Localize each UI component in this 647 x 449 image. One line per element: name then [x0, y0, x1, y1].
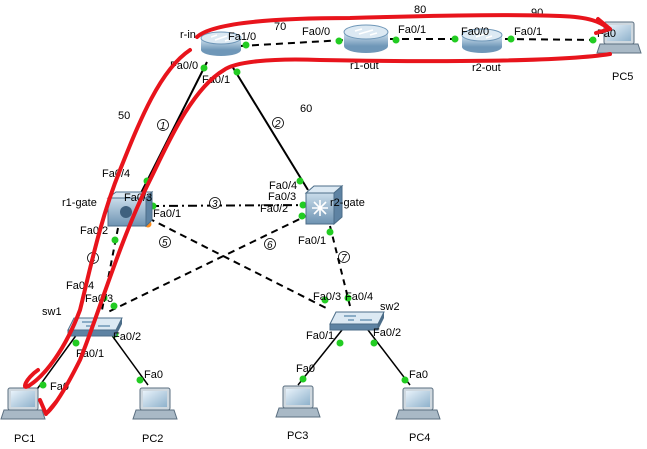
- link-id-7: 7: [341, 253, 347, 264]
- port-led: [233, 68, 241, 76]
- port-label: Fa0: [409, 369, 428, 381]
- port-label: Fa0/3: [85, 293, 113, 305]
- device-label-pc4: PC4: [409, 432, 430, 444]
- port-label: Fa0/1: [298, 235, 326, 247]
- link-rin-r1out[interactable]: [239, 39, 346, 47]
- port-led: [335, 37, 343, 45]
- port-label: Fa0/1: [306, 330, 334, 342]
- port-led: [136, 376, 144, 384]
- port-led: [200, 64, 208, 72]
- port-led: [242, 41, 250, 49]
- port-label: Fa0/3: [313, 291, 341, 303]
- port-led: [299, 201, 307, 209]
- link-id-2: 2: [274, 119, 281, 130]
- device-labels: r-in r1-out r2-out PC5 r1-gate r2-gate s…: [14, 29, 633, 445]
- device-label-r1-gate: r1-gate: [62, 197, 97, 209]
- link-cost-80: 80: [414, 4, 426, 16]
- port-led: [507, 35, 515, 43]
- port-led: [298, 212, 306, 220]
- port-indicators: [39, 35, 597, 389]
- device-label-r2-gate: r2-gate: [330, 197, 365, 209]
- port-led: [321, 296, 329, 304]
- link-id-6: 6: [267, 240, 273, 251]
- router-r2-out[interactable]: [461, 28, 503, 53]
- port-labels: Fa1/0 Fa0/0 Fa0/1 Fa0/0 Fa0/1 Fa0/0 Fa0/…: [50, 24, 616, 393]
- link-id-1: 1: [160, 121, 166, 132]
- device-label-pc2: PC2: [142, 433, 163, 445]
- port-led: [326, 228, 334, 236]
- device-label-pc5: PC5: [612, 71, 633, 83]
- switch-r2-gate[interactable]: [304, 184, 344, 226]
- device-label-r2-out: r2-out: [472, 62, 501, 74]
- port-led: [299, 375, 307, 383]
- device-label-sw1: sw1: [42, 306, 62, 318]
- port-label: Fa0/1: [153, 208, 181, 220]
- port-label: Fa0/1: [398, 24, 426, 36]
- link-r1gate-sw2[interactable]: [147, 217, 331, 311]
- link-rin-r2gate[interactable]: [231, 65, 309, 191]
- port-label: Fa0/3: [124, 192, 152, 204]
- pc-pc1[interactable]: [0, 387, 46, 420]
- port-label: Fa0: [296, 363, 315, 375]
- device-label-pc1: PC1: [14, 433, 35, 445]
- link-cost-60: 60: [300, 103, 312, 115]
- link-r1gate-r2gate[interactable]: [149, 204, 309, 207]
- port-label: Fa0/1: [514, 26, 542, 38]
- router-r1-out[interactable]: [343, 24, 389, 53]
- link-sw2-pc4[interactable]: [367, 329, 411, 386]
- port-led: [370, 339, 378, 347]
- device-label-sw2: sw2: [380, 301, 400, 313]
- link-id-3: 3: [212, 199, 218, 210]
- port-label: Fa0/2: [113, 331, 141, 343]
- port-label: Fa0/0: [302, 26, 330, 38]
- port-label: Fa1/0: [228, 31, 256, 43]
- red-path-annotation: [23, 13, 612, 416]
- pc-pc4[interactable]: [395, 387, 441, 420]
- device-label-pc3: PC3: [287, 430, 308, 442]
- port-led: [296, 177, 304, 185]
- link-rin-r1gate[interactable]: [139, 61, 208, 196]
- link-cost-70: 70: [274, 21, 286, 33]
- port-label: Fa0/4: [345, 291, 373, 303]
- port-label: Fa0/4: [66, 280, 94, 292]
- link-r2out-pc5[interactable]: [504, 38, 599, 41]
- port-label: Fa0/3: [268, 191, 296, 203]
- link-id-5: 5: [162, 238, 168, 249]
- switch-sw2[interactable]: [329, 311, 385, 331]
- link-cost-50: 50: [118, 110, 130, 122]
- port-label: Fa0/4: [269, 180, 297, 192]
- link-sw1-pc2[interactable]: [107, 329, 149, 386]
- device-label-r-in: r-in: [180, 29, 196, 41]
- link-sw2-pc3[interactable]: [297, 329, 343, 386]
- port-led: [72, 339, 80, 347]
- port-label: Fa0/2: [373, 327, 401, 339]
- port-led: [401, 376, 409, 384]
- router-r-in[interactable]: [200, 31, 242, 56]
- port-led: [392, 36, 400, 44]
- port-led: [111, 236, 119, 244]
- link-r2gate-sw1[interactable]: [107, 213, 311, 313]
- port-led: [336, 339, 344, 347]
- port-label: Fa0/4: [102, 168, 130, 180]
- port-led: [39, 381, 47, 389]
- pc-pc5[interactable]: [596, 21, 642, 54]
- port-label: Fa0/2: [260, 203, 288, 215]
- link-r2gate-sw2[interactable]: [329, 225, 351, 307]
- port-label: Fa0: [144, 369, 163, 381]
- port-label: Fa0/0: [461, 26, 489, 38]
- port-led: [589, 36, 597, 44]
- port-led: [110, 302, 118, 310]
- port-led: [451, 35, 459, 43]
- pc-pc2[interactable]: [132, 387, 178, 420]
- port-led: [344, 294, 352, 302]
- pc-pc3[interactable]: [275, 385, 321, 418]
- port-label: Fa0/2: [80, 225, 108, 237]
- device-label-r1-out: r1-out: [350, 60, 379, 72]
